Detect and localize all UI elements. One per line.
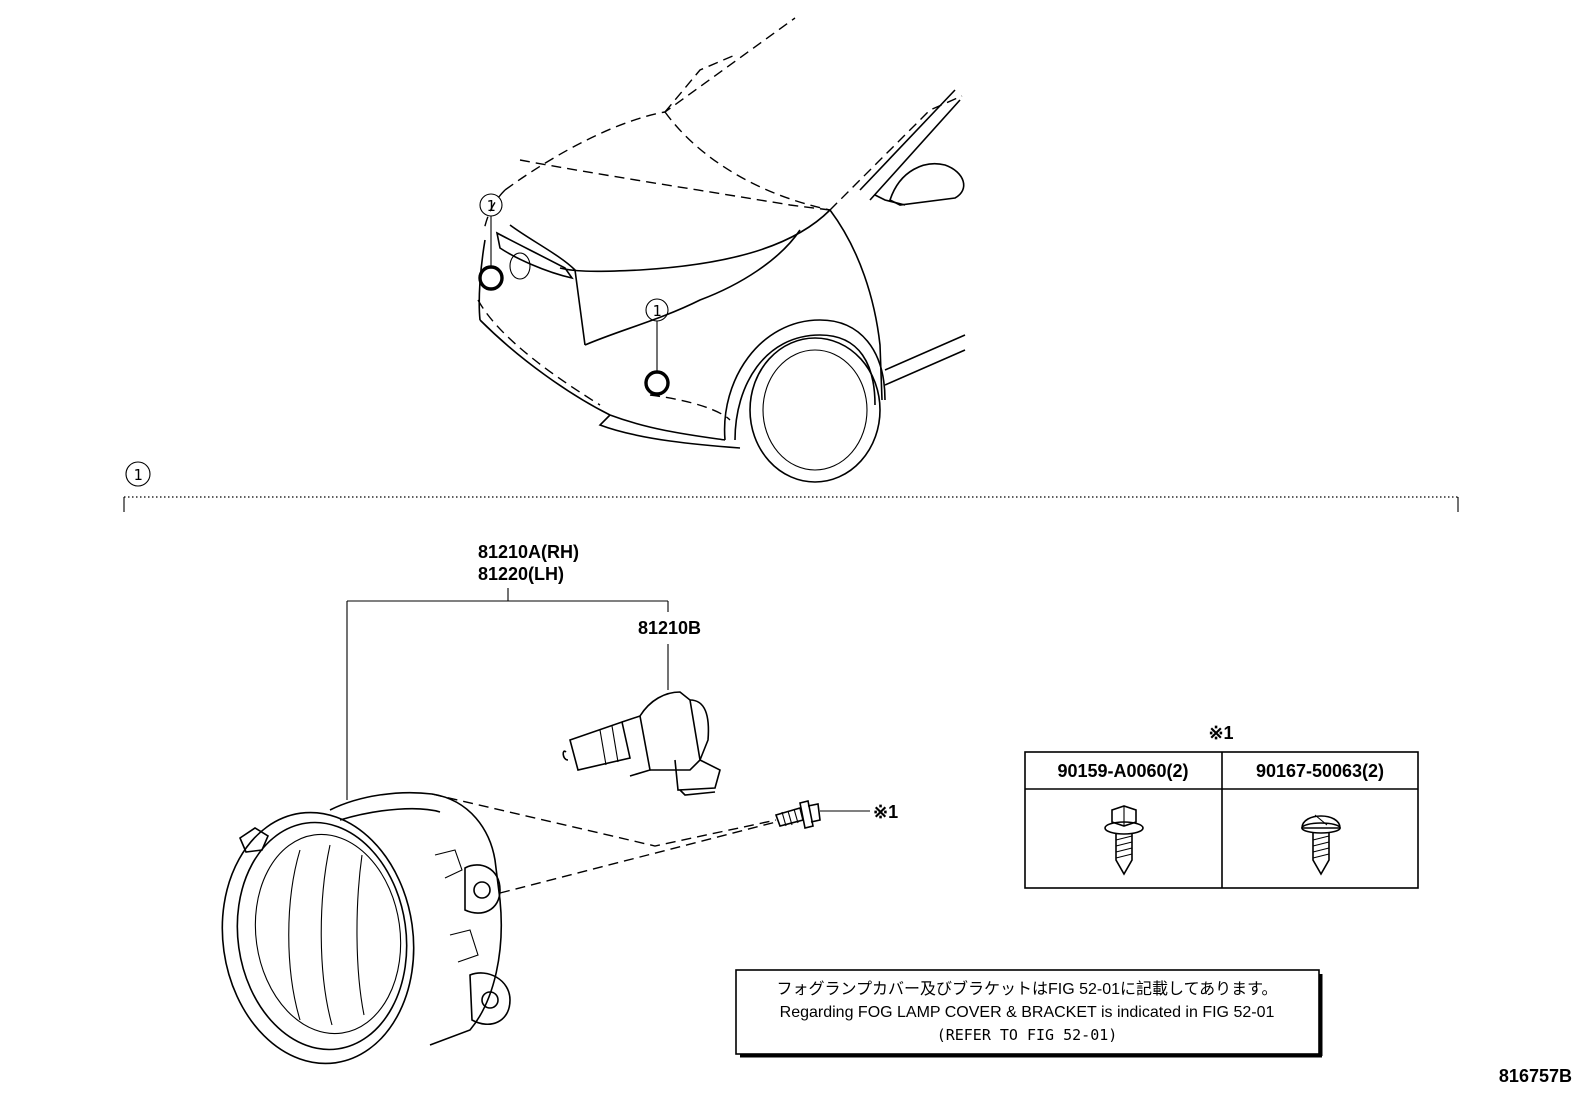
hex-bolt-icon: [1104, 805, 1144, 876]
screw-reference-marker: ※1: [873, 802, 898, 822]
fog-lamp-location-marker: [644, 370, 670, 396]
table-header-90159: 90159-A0060(2): [1057, 761, 1188, 781]
fastener-table: ※1 90159-A0060(2) 90167-50063(2): [1024, 723, 1419, 889]
assembly-line-upper: [431, 793, 777, 847]
car-callout-1-right: 1: [644, 298, 670, 396]
tapping-screw-icon: [1301, 814, 1341, 876]
leader-lines: [346, 588, 669, 800]
svg-text:1: 1: [486, 197, 495, 215]
notice-line-english: Regarding FOG LAMP COVER & BRACKET is in…: [780, 1004, 1275, 1021]
part-label-81210b: 81210B: [638, 618, 701, 638]
part-label-81220: 81220(LH): [478, 564, 564, 584]
fog-lamp-location-marker: [478, 265, 504, 291]
part-label-81210a: 81210A(RH): [478, 542, 579, 562]
svg-text:1: 1: [133, 466, 142, 484]
notice-line-refer: (REFER TO FIG 52-01): [937, 1026, 1118, 1044]
table-marker: ※1: [1208, 723, 1233, 743]
svg-text:1: 1: [652, 302, 661, 320]
fog-bulb-drawing: [562, 691, 721, 796]
mounting-screw-drawing: [774, 800, 870, 829]
fog-lamp-housing-drawing: [221, 791, 511, 1065]
assembly-group-bracket: 1: [123, 461, 1459, 512]
table-header-90167: 90167-50063(2): [1256, 761, 1384, 781]
assembly-line-lower: [499, 821, 777, 894]
vehicle-outline: [477, 17, 966, 483]
notice-line-japanese: フォグランプカバー及びブラケットはFIG 52-01に記載してあります。: [777, 979, 1278, 998]
car-callout-1-left: 1: [478, 193, 504, 291]
reference-notice: フォグランプカバー及びブラケットはFIG 52-01に記載してあります。 Reg…: [735, 969, 1323, 1058]
figure-id: 816757B: [1499, 1066, 1572, 1086]
